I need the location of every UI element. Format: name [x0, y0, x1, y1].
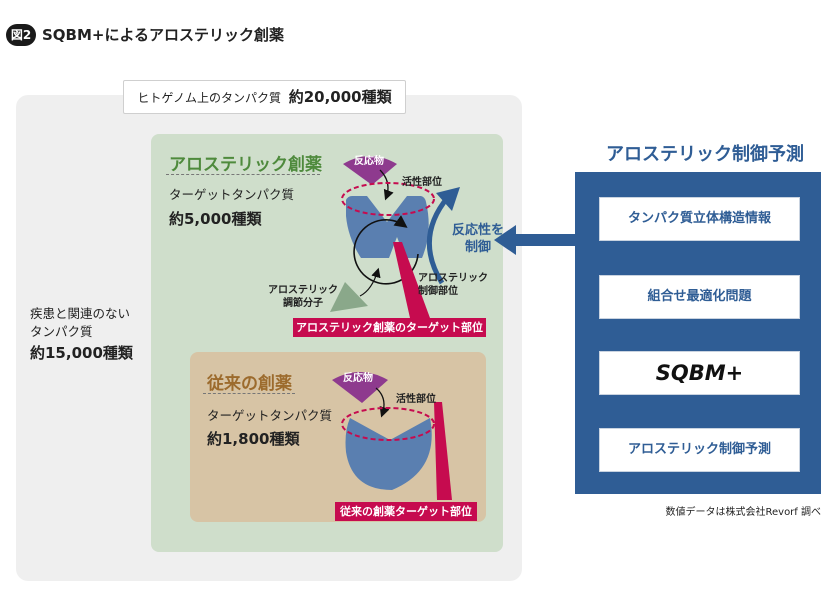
traditional-reactant-arrow: [375, 387, 390, 418]
figure-badge: 図2: [6, 24, 36, 46]
allosteric-target-pointer: [393, 242, 430, 318]
traditional-target-site-label: 従来の創薬ターゲット部位: [335, 502, 477, 521]
traditional-reactant-label: 反応物: [343, 373, 373, 384]
disease-label-line1: 疾患と関連のない: [30, 306, 131, 321]
traditional-title: 従来の創薬: [207, 374, 292, 394]
allosteric-modulator-line2: 調節分子: [283, 298, 323, 309]
traditional-reactant-shape: [332, 372, 388, 403]
step-allosteric-prediction: アロステリック制御予測: [599, 428, 800, 472]
disease-count: 約15,000種類: [30, 344, 133, 362]
allosteric-title: アロステリック創薬: [169, 155, 322, 175]
allosteric-active-site-ring: [341, 182, 435, 216]
allosteric-modulator-shape: [330, 282, 368, 312]
allosteric-modulator-line1: アロステリック: [268, 285, 338, 296]
figure-title: SQBM+によるアロステリック創薬: [42, 26, 285, 44]
disease-label: 疾患と関連のない タンパク質: [30, 305, 130, 341]
prediction-title: アロステリック制御予測: [606, 144, 804, 165]
allosteric-target-site-label: アロステリック創薬のターゲット部位: [293, 318, 486, 337]
panel-arrow-shaft: [513, 234, 575, 246]
genome-label-text: ヒトゲノム上のタンパク質: [137, 91, 282, 105]
traditional-target-count: 約1,800種類: [207, 430, 300, 448]
step-sqbm: SQBM+: [599, 351, 800, 395]
genome-count: 約20,000種類: [288, 88, 392, 106]
reactivity-control-line1: 反応性を: [452, 223, 505, 238]
allosteric-active-site-label: 活性部位: [402, 177, 442, 188]
reactivity-control-line2: 制御: [465, 240, 492, 255]
panel-arrowhead: [494, 225, 516, 255]
traditional-title-underline: [203, 393, 295, 394]
allosteric-target-count: 約5,000種類: [169, 210, 262, 228]
genome-label: ヒトゲノム上のタンパク質 約20,000種類: [123, 80, 406, 114]
reactivity-control-label: 反応性を 制御: [452, 222, 504, 256]
allosteric-control-site-line1: アロステリック: [418, 273, 488, 284]
traditional-protein: [345, 418, 432, 490]
allosteric-target-label: ターゲットタンパク質: [169, 187, 295, 202]
step-structure-info: タンパク質立体構造情報: [599, 197, 800, 241]
allosteric-reactant-shape: [343, 156, 397, 185]
traditional-target-pointer: [434, 402, 452, 500]
allosteric-control-site-line2: 制御部位: [418, 286, 458, 297]
reactivity-curved-arrowhead: [436, 187, 460, 211]
allosteric-reactant-label: 反応物: [354, 156, 384, 167]
allosteric-control-site-label: アロステリック 制御部位: [418, 272, 488, 298]
allosteric-protein: [346, 196, 429, 258]
traditional-active-site-ring: [341, 407, 435, 441]
reactivity-curved-arrow: [427, 195, 450, 285]
allosteric-modulator-label: アロステリック 調節分子: [268, 284, 338, 310]
source-note: 数値データは株式会社Revorf 調べ: [665, 507, 822, 518]
traditional-active-site-label: 活性部位: [396, 394, 436, 405]
disease-label-line2: タンパク質: [30, 324, 93, 339]
traditional-target-label: ターゲットタンパク質: [207, 408, 333, 423]
allosteric-modulator-arrow: [359, 267, 381, 297]
allosteric-title-underline: [166, 174, 320, 175]
step-optimization-problem: 組合せ最適化問題: [599, 275, 800, 319]
